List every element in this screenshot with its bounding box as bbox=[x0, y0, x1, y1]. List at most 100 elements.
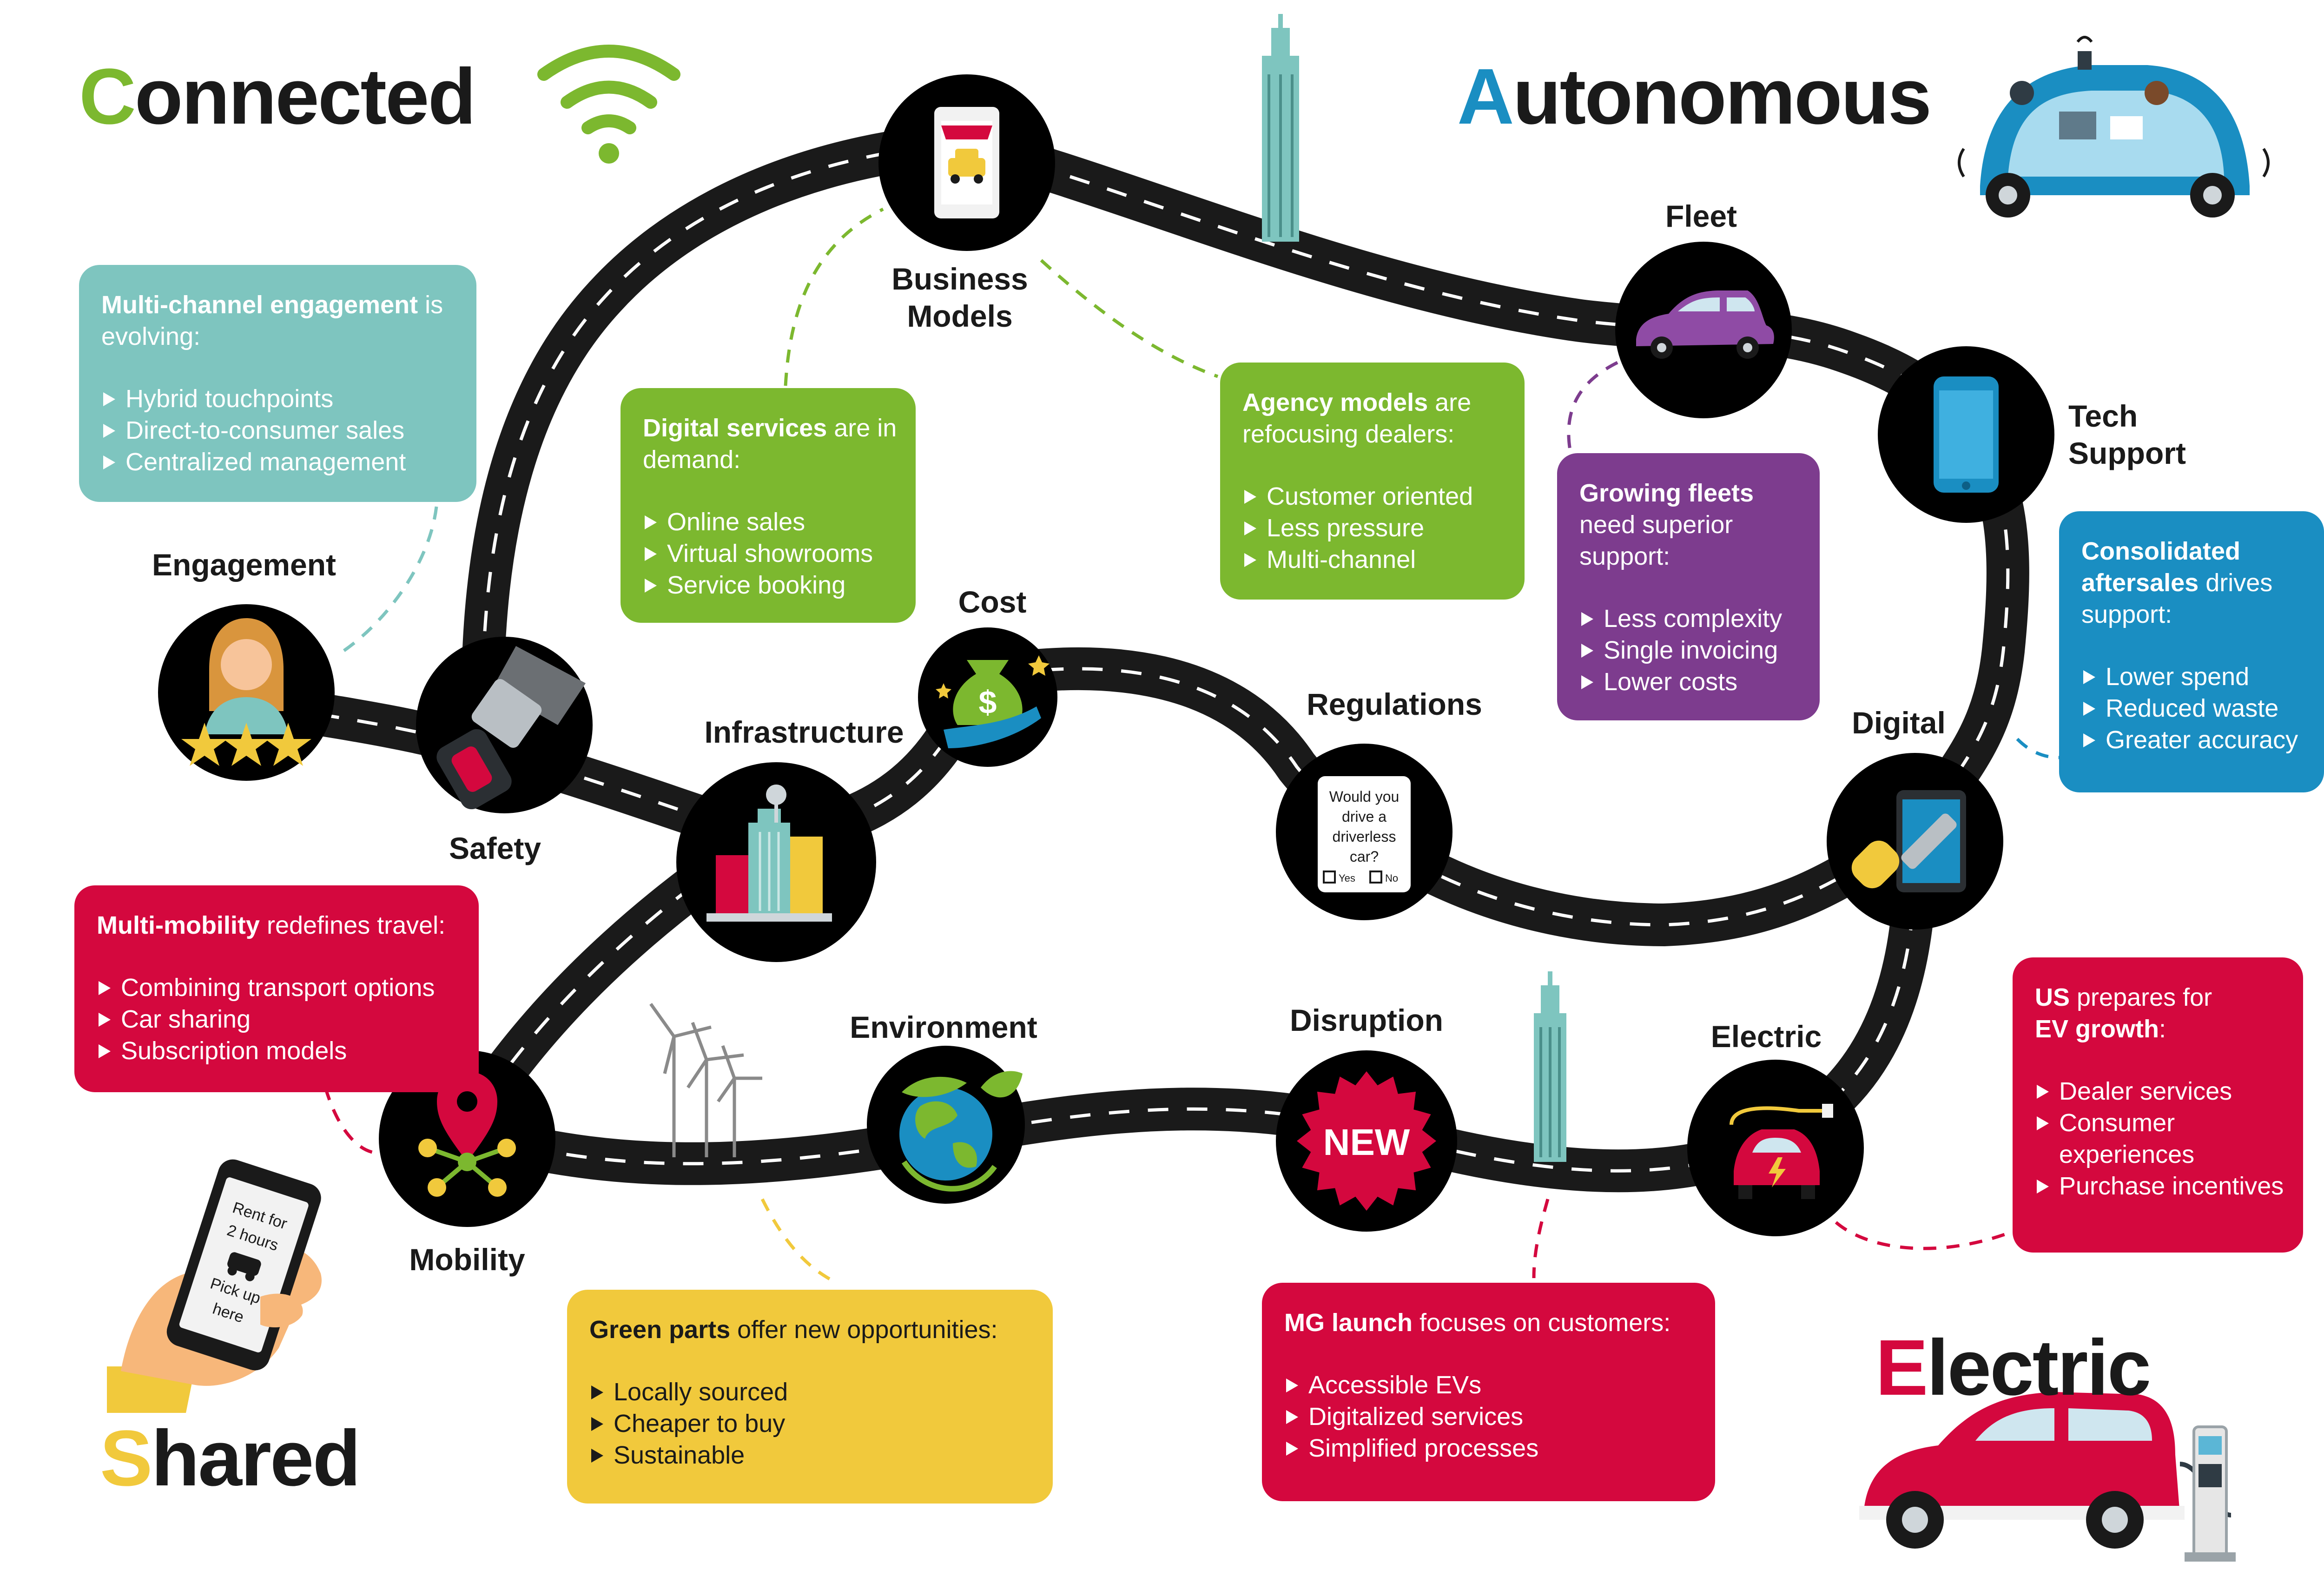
label-mobility: Mobility bbox=[409, 1242, 525, 1277]
electric-car-charging-icon bbox=[1859, 1392, 2236, 1562]
list-item: Online sales bbox=[643, 506, 897, 538]
box-multichannel-rest: is evolving: bbox=[101, 291, 443, 350]
box-us-ev-rest2: : bbox=[2159, 1015, 2166, 1043]
box-digital-services-bold: Digital services bbox=[643, 414, 827, 442]
node-mobility[interactable] bbox=[379, 1050, 555, 1227]
new-badge-text: NEW bbox=[1323, 1121, 1410, 1163]
title-shared-rest: hared bbox=[151, 1414, 361, 1503]
title-connected: Connected bbox=[79, 51, 476, 142]
city-buildings-icon bbox=[706, 785, 832, 922]
list-item: Less complexity bbox=[1579, 603, 1801, 634]
wifi-dot-icon bbox=[599, 143, 619, 164]
title-shared: Shared bbox=[100, 1413, 361, 1504]
box-agency-models-rest: are refocusing dealers: bbox=[1242, 389, 1472, 448]
list-item: Digitalized services bbox=[1284, 1401, 1697, 1432]
node-disruption[interactable]: NEW bbox=[1276, 1050, 1457, 1232]
list-item: Locally sourced bbox=[589, 1376, 1034, 1408]
node-fleet[interactable] bbox=[1615, 242, 1792, 418]
node-digital[interactable] bbox=[1827, 753, 2003, 930]
node-cost[interactable]: $ bbox=[918, 627, 1057, 767]
title-connected-rest: onnected bbox=[134, 53, 476, 141]
autonomous-car-icon bbox=[1958, 36, 2270, 218]
list-item: Customer oriented bbox=[1242, 481, 1506, 512]
node-safety[interactable] bbox=[416, 637, 593, 813]
box-agency-models: Agency models are refocusing dealers: Cu… bbox=[1220, 363, 1525, 600]
box-digital-services: Digital services are in demand: Online s… bbox=[621, 388, 916, 623]
storefront-phone-icon bbox=[934, 107, 999, 218]
road-center-stripe bbox=[481, 142, 958, 749]
label-regulations: Regulations bbox=[1307, 687, 1482, 721]
box-multichannel-engagement: Multi-channel engagement is evolving: Hy… bbox=[79, 265, 476, 502]
survey-question-line-4: car? bbox=[1350, 848, 1379, 865]
wifi-icon bbox=[537, 45, 680, 134]
list-item: Car sharing bbox=[97, 1003, 460, 1035]
road-center-stripe bbox=[241, 700, 766, 1116]
list-item: Multi-channel bbox=[1242, 544, 1506, 575]
hand-phone-icon: Rent for 2 hours Pick up here bbox=[107, 1159, 322, 1413]
box-mg-launch-rest: focuses on customers: bbox=[1413, 1309, 1671, 1337]
title-autonomous-rest: utonomous bbox=[1512, 53, 1932, 141]
label-digital: Digital bbox=[1852, 706, 1946, 740]
dashed-connectors bbox=[324, 207, 2060, 1285]
electric-car-icon bbox=[1730, 1104, 1833, 1199]
label-environment: Environment bbox=[850, 1010, 1037, 1044]
label-disruption: Disruption bbox=[1290, 1003, 1443, 1037]
box-growing-fleets: Growing fleets need superior support: Le… bbox=[1557, 453, 1820, 720]
list-item: Direct-to-consumer sales bbox=[101, 415, 458, 446]
tower-left-icon bbox=[1262, 14, 1299, 242]
box-growing-fleets-bold: Growing fleets bbox=[1579, 479, 1754, 507]
title-connected-initial: C bbox=[79, 53, 136, 141]
label-engagement: Engagement bbox=[152, 547, 337, 582]
car-icon bbox=[1636, 290, 1774, 359]
list-item: Sustainable bbox=[589, 1439, 1034, 1471]
node-environment[interactable] bbox=[867, 1046, 1025, 1204]
label-cost: Cost bbox=[958, 585, 1027, 619]
node-tech-support[interactable] bbox=[1878, 346, 2054, 523]
list-item: Cheaper to buy bbox=[589, 1408, 1034, 1439]
title-electric-initial: E bbox=[1875, 1324, 1928, 1412]
list-item: Virtual showrooms bbox=[643, 538, 897, 569]
customer-rating-icon bbox=[181, 618, 311, 766]
survey-question-line-2: drive a bbox=[1342, 808, 1386, 825]
list-item: Dealer services bbox=[2035, 1075, 2284, 1107]
title-shared-initial: S bbox=[100, 1414, 152, 1503]
node-regulations[interactable]: Would you drive a driverless car? Yes No bbox=[1276, 744, 1452, 920]
box-multi-mobility-bold: Multi-mobility bbox=[97, 911, 260, 939]
list-item: Purchase incentives bbox=[2035, 1170, 2284, 1202]
list-item: Lower costs bbox=[1579, 666, 1801, 698]
list-item: Greater accuracy bbox=[2081, 724, 2305, 756]
node-infrastructure[interactable] bbox=[676, 762, 876, 962]
node-electric[interactable] bbox=[1687, 1060, 1864, 1236]
seatbelt-icon bbox=[436, 646, 586, 810]
box-multi-mobility-rest: redefines travel: bbox=[259, 911, 446, 939]
survey-question-line-1: Would you bbox=[1329, 788, 1400, 805]
box-green-parts-bold: Green parts bbox=[589, 1316, 731, 1344]
label-business-models: Business Models bbox=[891, 262, 1028, 333]
title-autonomous: Autonomous bbox=[1457, 51, 1932, 142]
list-item: Service booking bbox=[643, 569, 897, 601]
box-mg-launch-bold: MG launch bbox=[1284, 1309, 1413, 1337]
smartphone-icon bbox=[1934, 376, 1999, 493]
survey-no-label: No bbox=[1385, 872, 1398, 884]
list-item: Lower spend bbox=[2081, 661, 2305, 692]
box-green-parts: Green parts offer new opportunities: Loc… bbox=[567, 1290, 1053, 1504]
title-electric-rest: lectric bbox=[1927, 1324, 2151, 1412]
node-engagement[interactable] bbox=[158, 604, 335, 781]
list-item: Accessible EVs bbox=[1284, 1369, 1697, 1401]
box-multichannel-bold: Multi-channel engagement bbox=[101, 291, 418, 319]
tower-right-icon bbox=[1534, 971, 1566, 1162]
survey-card-icon: Would you drive a driverless car? Yes No bbox=[1318, 776, 1411, 892]
box-green-parts-rest: offer new opportunities: bbox=[730, 1316, 998, 1344]
box-agency-models-bold: Agency models bbox=[1242, 389, 1428, 416]
box-consolidated-aftersales: Consolidated aftersales drives support: … bbox=[2059, 511, 2324, 792]
label-tech-support: Tech Support bbox=[2068, 399, 2186, 470]
list-item: Less pressure bbox=[1242, 512, 1506, 544]
box-consolidated-aftersales-bold: Consolidated aftersales bbox=[2081, 537, 2241, 597]
title-autonomous-initial: A bbox=[1457, 53, 1514, 141]
box-us-ev-rest: prepares for bbox=[2070, 983, 2212, 1011]
label-electric: Electric bbox=[1710, 1019, 1822, 1054]
node-business-models[interactable] bbox=[878, 74, 1055, 251]
